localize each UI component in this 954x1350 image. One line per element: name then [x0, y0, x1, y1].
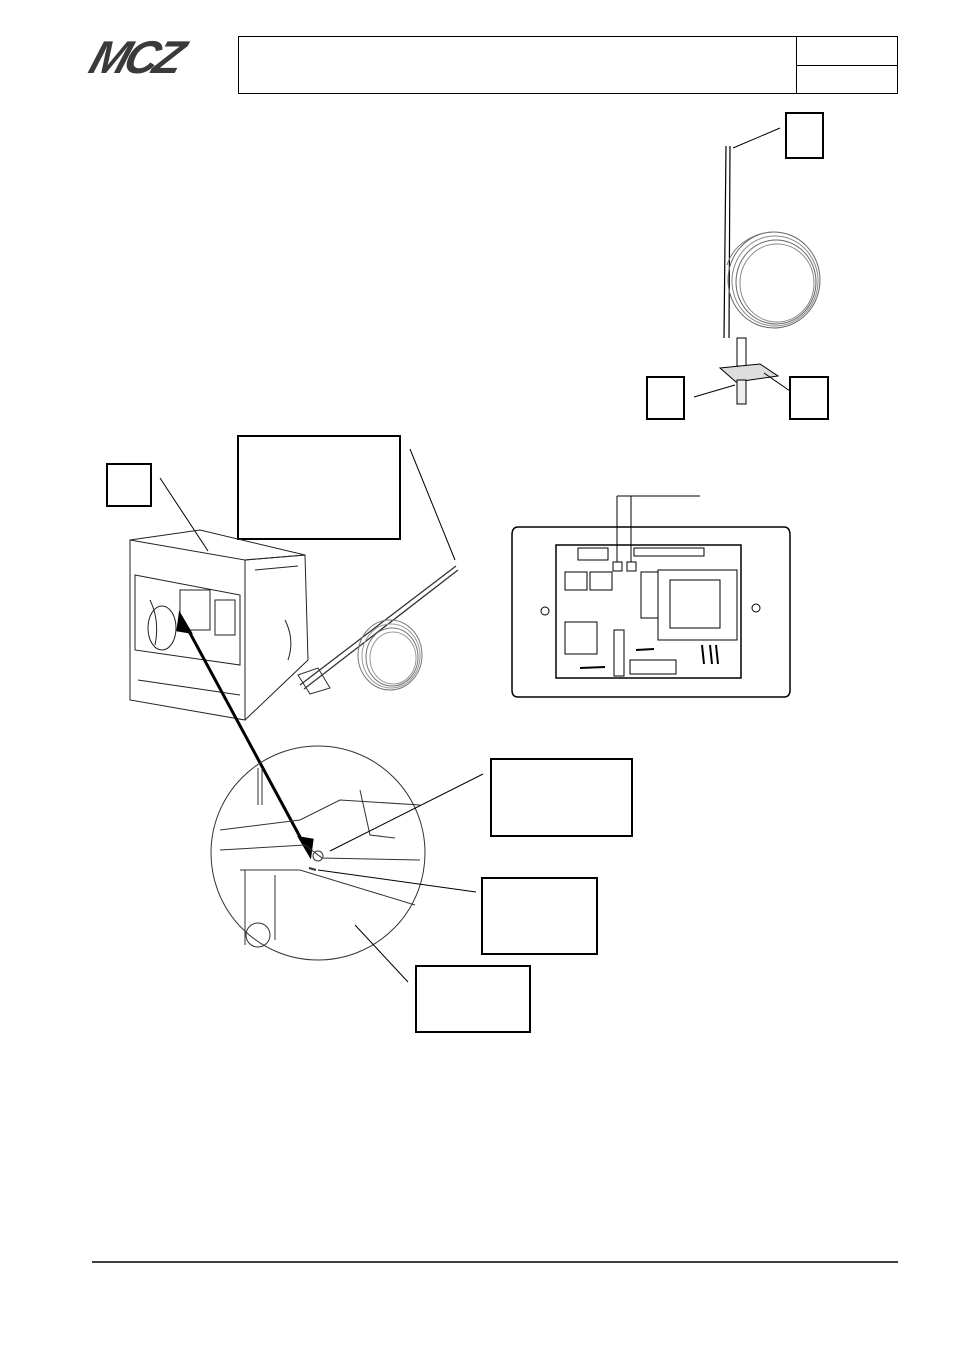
header-title-box [238, 36, 898, 94]
header-code-cell [796, 36, 898, 66]
note-box-screw [481, 877, 598, 955]
note-box-hole [490, 758, 633, 837]
temperature-probe-drawing [693, 127, 821, 405]
stove-assembly-drawing [129, 529, 309, 721]
control-board-drawing [511, 495, 791, 698]
detail-circle-drawing [210, 745, 426, 961]
note-box-plate [415, 965, 531, 1033]
label-box-3 [789, 376, 829, 420]
note-box-probe [237, 435, 401, 540]
label-box-2 [646, 376, 685, 420]
probe-with-coil-drawing [297, 565, 459, 695]
detail-arrow [176, 610, 314, 860]
label-box-1 [785, 112, 824, 159]
label-box-4 [106, 463, 152, 507]
header-page-cell [796, 66, 898, 94]
